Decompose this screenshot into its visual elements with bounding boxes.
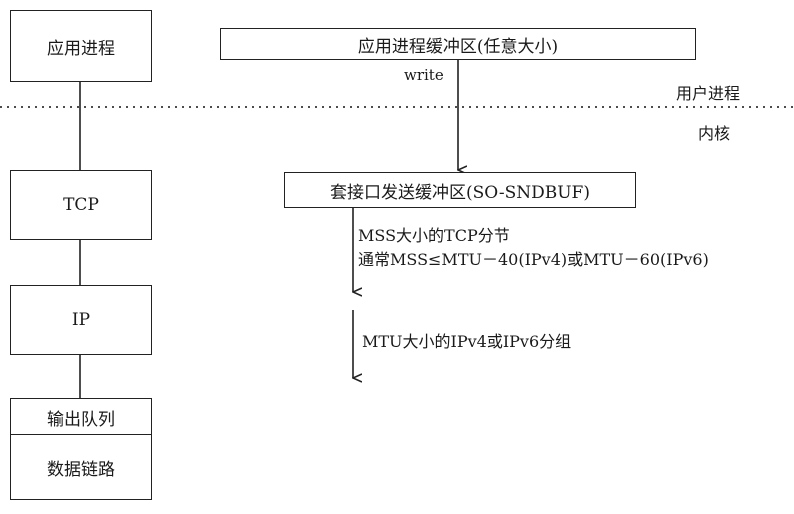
mss-label-line2: 通常MSS≤MTU－40(IPv4)或MTU－60(IPv6) [358,250,709,269]
app-buffer-label: 应用进程缓冲区(任意大小) [357,36,559,57]
tcp-box: TCP [10,170,152,240]
tcp-label: TCP [63,195,99,215]
app-process-label: 应用进程 [47,38,115,59]
output-queue-label: 输出队列 [47,409,115,430]
app-process-box: 应用进程 [10,10,152,82]
kernel-label: 内核 [698,124,731,143]
user-process-label: 用户进程 [676,84,741,103]
app-buffer-box: 应用进程缓冲区(任意大小) [220,28,696,60]
socket-buffer-box: 套接口发送缓冲区(SO-SNDBUF) [284,172,636,208]
socket-buffer-label: 套接口发送缓冲区(SO-SNDBUF) [330,182,590,203]
data-link-box: 数据链路 [10,434,152,500]
output-queue-box: 输出队列 [10,398,152,436]
ip-box: IP [10,285,152,355]
data-link-label: 数据链路 [47,459,115,480]
mtu-label: MTU大小的IPv4或IPv6分组 [362,332,572,351]
write-label: write [404,66,444,84]
mss-label-line1: MSS大小的TCP分节 [358,226,510,245]
ip-label: IP [71,310,91,330]
